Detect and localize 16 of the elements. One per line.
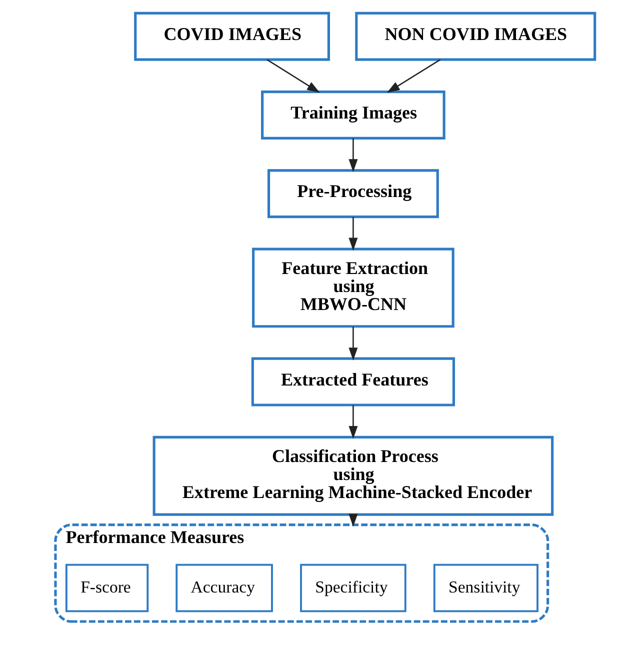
node-box: Pre-Processing <box>266 169 438 218</box>
node-box: COVID IMAGES <box>134 12 330 61</box>
node-box: Sensitivity <box>432 564 538 612</box>
node-box: Feature Extraction using MBWO-CNN <box>252 248 454 328</box>
node-box: Accuracy <box>175 564 272 612</box>
arrow <box>348 138 358 172</box>
node-box: Training Images <box>260 90 445 140</box>
arrow <box>348 326 358 360</box>
node-box: Extracted Features <box>250 357 454 406</box>
arrow <box>348 217 358 251</box>
arrow <box>266 59 320 93</box>
node-box: F-score <box>64 564 148 612</box>
arrow <box>386 59 440 93</box>
node-box: NON COVID IMAGES <box>354 12 596 61</box>
node-box: Specificity <box>300 564 406 612</box>
arrow <box>348 405 358 439</box>
